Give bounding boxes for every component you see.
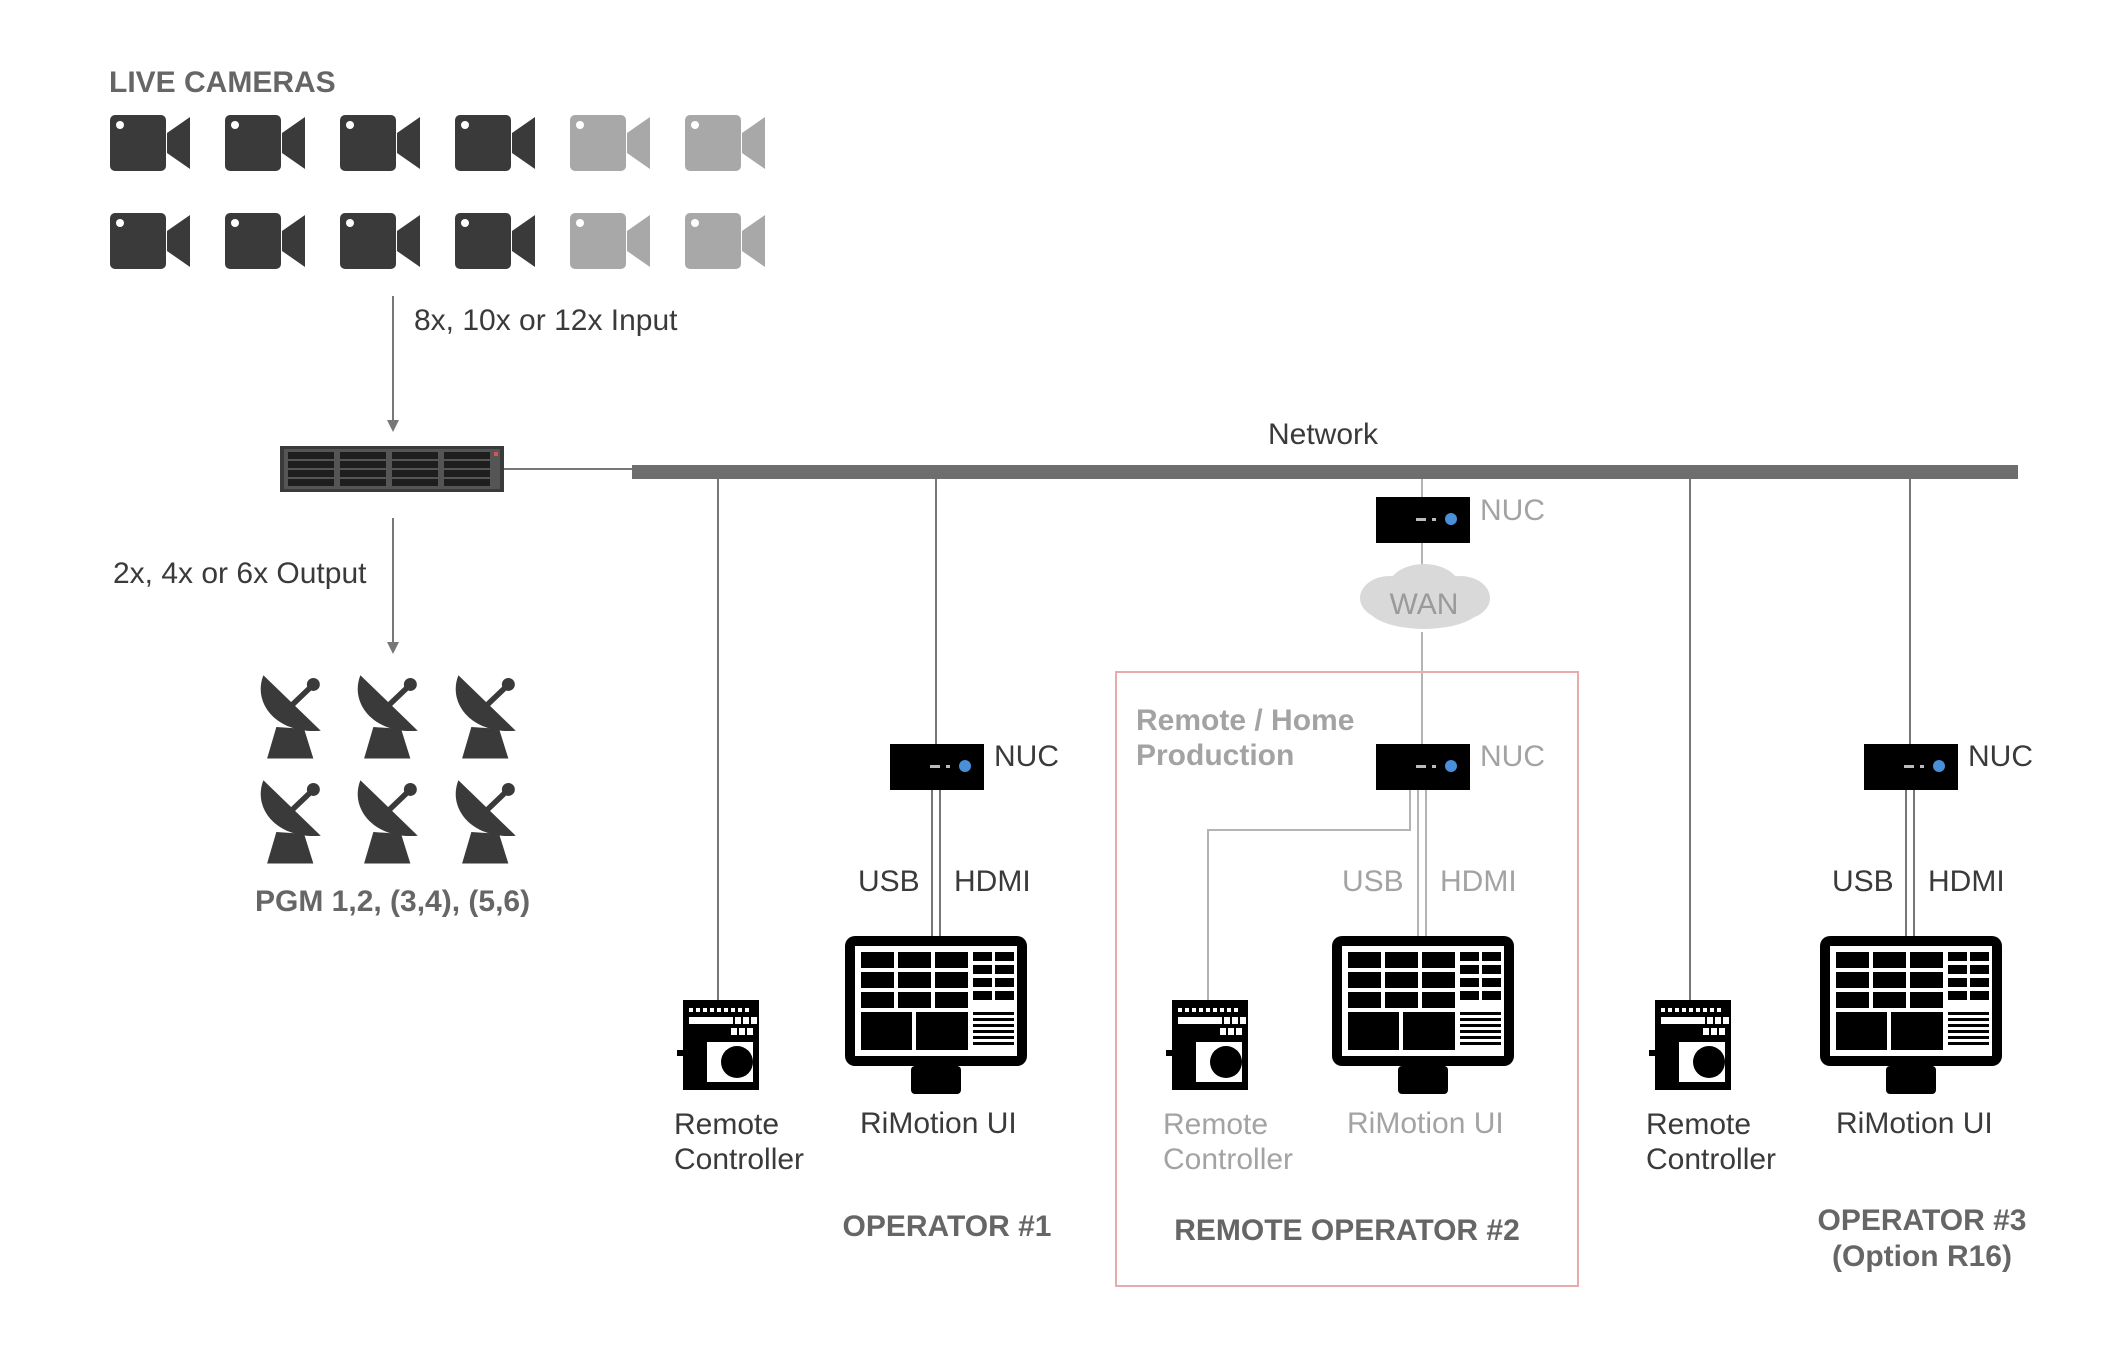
camera-icon [110, 213, 190, 269]
output-label: 2x, 4x or 6x Output [113, 557, 367, 590]
controller-cable [1207, 790, 1411, 1010]
nuc-label: NUC [994, 740, 1059, 773]
camera-optional-icon [570, 115, 650, 171]
hdmi-label: HDMI [1928, 865, 2005, 898]
remote-box-title-1: Remote / Home [1136, 704, 1354, 737]
nuc-icon [890, 744, 984, 790]
camera-optional-icon [685, 213, 765, 269]
controller-label-1: Remote [674, 1108, 779, 1141]
remote-controller-icon [677, 1000, 759, 1090]
satellite-dish-icon [358, 675, 418, 758]
monitor-icon [1332, 936, 1514, 1094]
camera-optional-icon [685, 115, 765, 171]
remote-box-title-2: Production [1136, 739, 1294, 772]
camera-icon [455, 213, 535, 269]
usb-label: USB [1342, 865, 1404, 898]
satellite-dish-icon [456, 675, 516, 758]
nuc-icon [1864, 744, 1958, 790]
input-label: 8x, 10x or 12x Input [414, 304, 678, 337]
controller-label-2: Controller [1163, 1143, 1293, 1176]
camera-grid [110, 115, 765, 269]
operator-3: Remote Controller NUC USB HDMI RiMotion … [1646, 740, 2033, 1273]
camera-icon [340, 115, 420, 171]
rimotion-ui-label: RiMotion UI [860, 1107, 1017, 1140]
rimotion-ui-label: RiMotion UI [1836, 1107, 1993, 1140]
operator-title: OPERATOR #3 [1818, 1204, 2027, 1237]
satellite-dish-icon [358, 780, 418, 863]
monitor-icon [845, 936, 1027, 1094]
nuc-icon [1376, 744, 1470, 790]
nuc-label: NUC [1968, 740, 2033, 773]
remote-controller-icon [1166, 1000, 1248, 1090]
operator-title: REMOTE OPERATOR #2 [1174, 1214, 1520, 1247]
wan-cloud [1360, 564, 1490, 629]
pgm-output-label: PGM 1,2, (3,4), (5,6) [255, 885, 530, 918]
operator-subtitle: (Option R16) [1832, 1240, 2012, 1273]
camera-icon [225, 213, 305, 269]
camera-icon [455, 115, 535, 171]
rimotion-ui-label: RiMotion UI [1347, 1107, 1504, 1140]
satellite-dish-icon [261, 675, 321, 758]
controller-label-2: Controller [1646, 1143, 1776, 1176]
camera-icon [110, 115, 190, 171]
controller-label-1: Remote [1163, 1108, 1268, 1141]
camera-optional-icon [570, 213, 650, 269]
controller-label-2: Controller [674, 1143, 804, 1176]
wan-nuc-label: NUC [1480, 494, 1545, 527]
live-cameras-title: LIVE CAMERAS [109, 66, 336, 99]
operator-title: OPERATOR #1 [843, 1210, 1052, 1243]
nuc-label: NUC [1480, 740, 1545, 773]
network-label: Network [1268, 418, 1379, 451]
satellite-dish-icon [456, 780, 516, 863]
hdmi-label: HDMI [1440, 865, 1517, 898]
monitor-icon [1820, 936, 2002, 1094]
camera-icon [225, 115, 305, 171]
satellite-dish-icon [261, 780, 321, 863]
controller-label-1: Remote [1646, 1108, 1751, 1141]
server-icon [280, 446, 504, 492]
wan-cloud-label: WAN [1390, 588, 1459, 621]
wan-nuc-icon [1376, 497, 1470, 543]
usb-label: USB [858, 865, 920, 898]
hdmi-label: HDMI [954, 865, 1031, 898]
camera-icon [340, 213, 420, 269]
remote-controller-icon [1649, 1000, 1731, 1090]
operator-1: Remote Controller NUC USB HDMI RiMotion … [674, 740, 1059, 1243]
usb-label: USB [1832, 865, 1894, 898]
network-bus [632, 465, 2018, 479]
remote-production-box [1115, 671, 1579, 1287]
output-dishes [261, 675, 516, 863]
operator-2: NUC USB HDMI Remote Controller RiMotion … [1163, 740, 1545, 1247]
